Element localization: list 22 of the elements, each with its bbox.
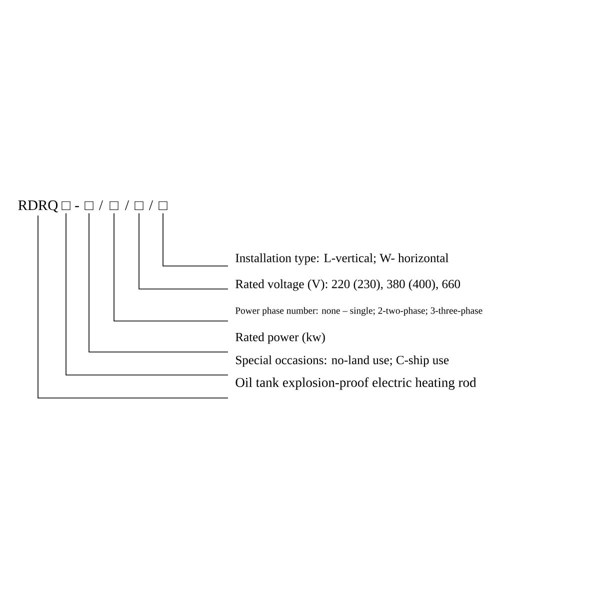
description-text: Power phase number: none – single; 2-two-phase; 3-three-phase <box>235 307 482 316</box>
fill-in-field: □ <box>62 201 70 210</box>
description-text: Rated voltage (V): 220 (230), 380 (400), 660 <box>236 279 460 291</box>
separator: / <box>148 200 154 210</box>
model-code-text: RDRQ <box>18 200 58 212</box>
leader-line <box>66 212 228 376</box>
separator: / <box>124 200 130 210</box>
fill-in-field: □ <box>134 201 144 210</box>
leader-line <box>88 212 228 352</box>
description-text: Installation type: L-vertical; W- horizontal <box>236 253 448 265</box>
fill-in-field: □ <box>158 201 168 210</box>
leader-line <box>138 212 228 290</box>
leader-line <box>38 215 228 398</box>
separator: - <box>75 206 79 208</box>
description-text: Special occasions: no-land use; C-ship use <box>236 355 449 367</box>
fill-in-field: □ <box>110 201 118 210</box>
description-text: Oil tank explosion-proof electric heating rod <box>236 377 476 390</box>
separator: / <box>98 200 104 210</box>
fill-in-field: □ <box>84 201 94 210</box>
description-text: Rated power (kw) <box>236 332 325 344</box>
leader-line <box>162 212 228 266</box>
leader-line <box>114 212 228 322</box>
